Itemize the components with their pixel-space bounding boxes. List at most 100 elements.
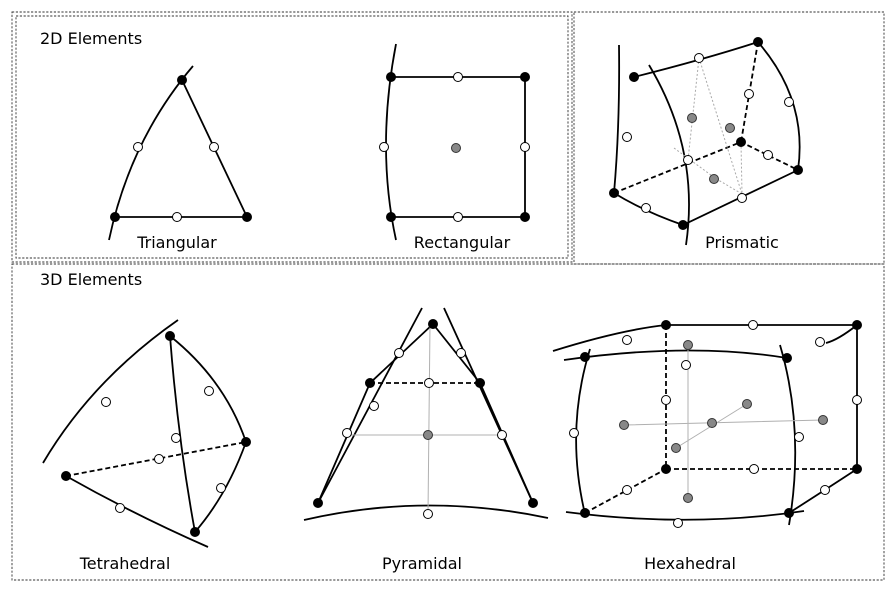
- corner-node: [241, 437, 251, 447]
- midside-node: [204, 386, 214, 396]
- prismatic-element: [609, 37, 803, 246]
- midside-node: [453, 72, 463, 82]
- interior-node: [423, 430, 433, 440]
- midside-node: [394, 348, 404, 358]
- midside-node: [815, 337, 825, 347]
- pyramidal-label: Pyramidal: [382, 554, 462, 573]
- element-edge: [563, 349, 788, 361]
- three-d-elements-panel: [11, 263, 885, 581]
- corner-node: [661, 464, 671, 474]
- midside-node: [681, 360, 691, 370]
- interior-node: [725, 123, 735, 133]
- element-edge: [648, 64, 690, 246]
- interior-node: [818, 415, 828, 425]
- midside-node: [369, 401, 379, 411]
- corner-node: [678, 220, 688, 230]
- midside-node: [641, 203, 651, 213]
- midside-node: [342, 428, 352, 438]
- midside-node: [622, 132, 632, 142]
- corner-node: [793, 165, 803, 175]
- corner-node: [165, 331, 175, 341]
- corner-node: [661, 320, 671, 330]
- corner-node: [852, 320, 862, 330]
- tetrahedral-label: Tetrahedral: [79, 554, 171, 573]
- corner-node: [386, 72, 396, 82]
- corner-node: [386, 212, 396, 222]
- midside-node: [622, 335, 632, 345]
- interior-node: [687, 113, 697, 123]
- midside-node: [172, 212, 182, 222]
- corner-node: [520, 212, 530, 222]
- midside-node: [694, 53, 704, 63]
- hexahedral-label: Hexahedral: [644, 554, 736, 573]
- midside-node: [133, 142, 143, 152]
- two-d-elements-title: 2D Elements: [40, 29, 142, 48]
- midside-node: [424, 378, 434, 388]
- midside-node: [569, 428, 579, 438]
- element-edge: [347, 323, 502, 515]
- tetrahedral-element: [42, 319, 251, 548]
- midside-node: [744, 89, 754, 99]
- interior-node: [451, 143, 461, 153]
- corner-node: [736, 137, 746, 147]
- midside-node: [820, 485, 830, 495]
- midside-node: [154, 454, 164, 464]
- corner-node: [520, 72, 530, 82]
- corner-node: [177, 75, 187, 85]
- prismatic-panel: [573, 11, 885, 265]
- midside-node: [683, 155, 693, 165]
- two-d-elements-panel: [11, 11, 573, 263]
- triangular-element: [108, 65, 252, 241]
- interior-node: [671, 443, 681, 453]
- midside-node: [456, 348, 466, 358]
- midside-node: [749, 464, 759, 474]
- corner-node: [782, 353, 792, 363]
- element-edge: [687, 57, 743, 195]
- midside-node: [748, 320, 758, 330]
- corner-node: [190, 527, 200, 537]
- rectangular-label: Rectangular: [414, 233, 511, 252]
- corner-node: [313, 498, 323, 508]
- two-d-elements-inner-frame: [15, 15, 569, 259]
- interior-node: [619, 420, 629, 430]
- interior-node: [683, 340, 693, 350]
- element-edge: [432, 323, 534, 504]
- element-edge: [303, 504, 549, 521]
- pyramidal-element: [303, 307, 549, 521]
- corner-node: [580, 508, 590, 518]
- interior-node: [742, 399, 752, 409]
- midside-node: [737, 193, 747, 203]
- corner-node: [110, 212, 120, 222]
- midside-node: [101, 397, 111, 407]
- interior-node: [683, 493, 693, 503]
- midside-node: [209, 142, 219, 152]
- midside-node: [453, 212, 463, 222]
- triangular-label: Triangular: [136, 233, 217, 252]
- midside-node: [423, 509, 433, 519]
- midside-node: [673, 518, 683, 528]
- element-edge: [169, 335, 247, 443]
- corner-node: [609, 188, 619, 198]
- midside-node: [622, 485, 632, 495]
- corner-node: [365, 378, 375, 388]
- midside-node: [661, 395, 671, 405]
- midside-node: [497, 430, 507, 440]
- element-edge: [65, 475, 209, 548]
- midside-node: [520, 142, 530, 152]
- midside-node: [216, 483, 226, 493]
- element-edge: [613, 44, 799, 226]
- corner-node: [753, 37, 763, 47]
- corner-node: [784, 508, 794, 518]
- rectangular-element: [379, 43, 530, 241]
- prismatic-label: Prismatic: [705, 233, 779, 252]
- hexahedral-element: [552, 320, 862, 528]
- corner-node: [528, 498, 538, 508]
- element-edge: [552, 324, 858, 469]
- element-edge: [317, 323, 434, 504]
- three-d-elements-title: 3D Elements: [40, 270, 142, 289]
- element-edge: [565, 510, 805, 521]
- interior-node: [707, 418, 717, 428]
- element-edge: [42, 319, 179, 464]
- corner-node: [475, 378, 485, 388]
